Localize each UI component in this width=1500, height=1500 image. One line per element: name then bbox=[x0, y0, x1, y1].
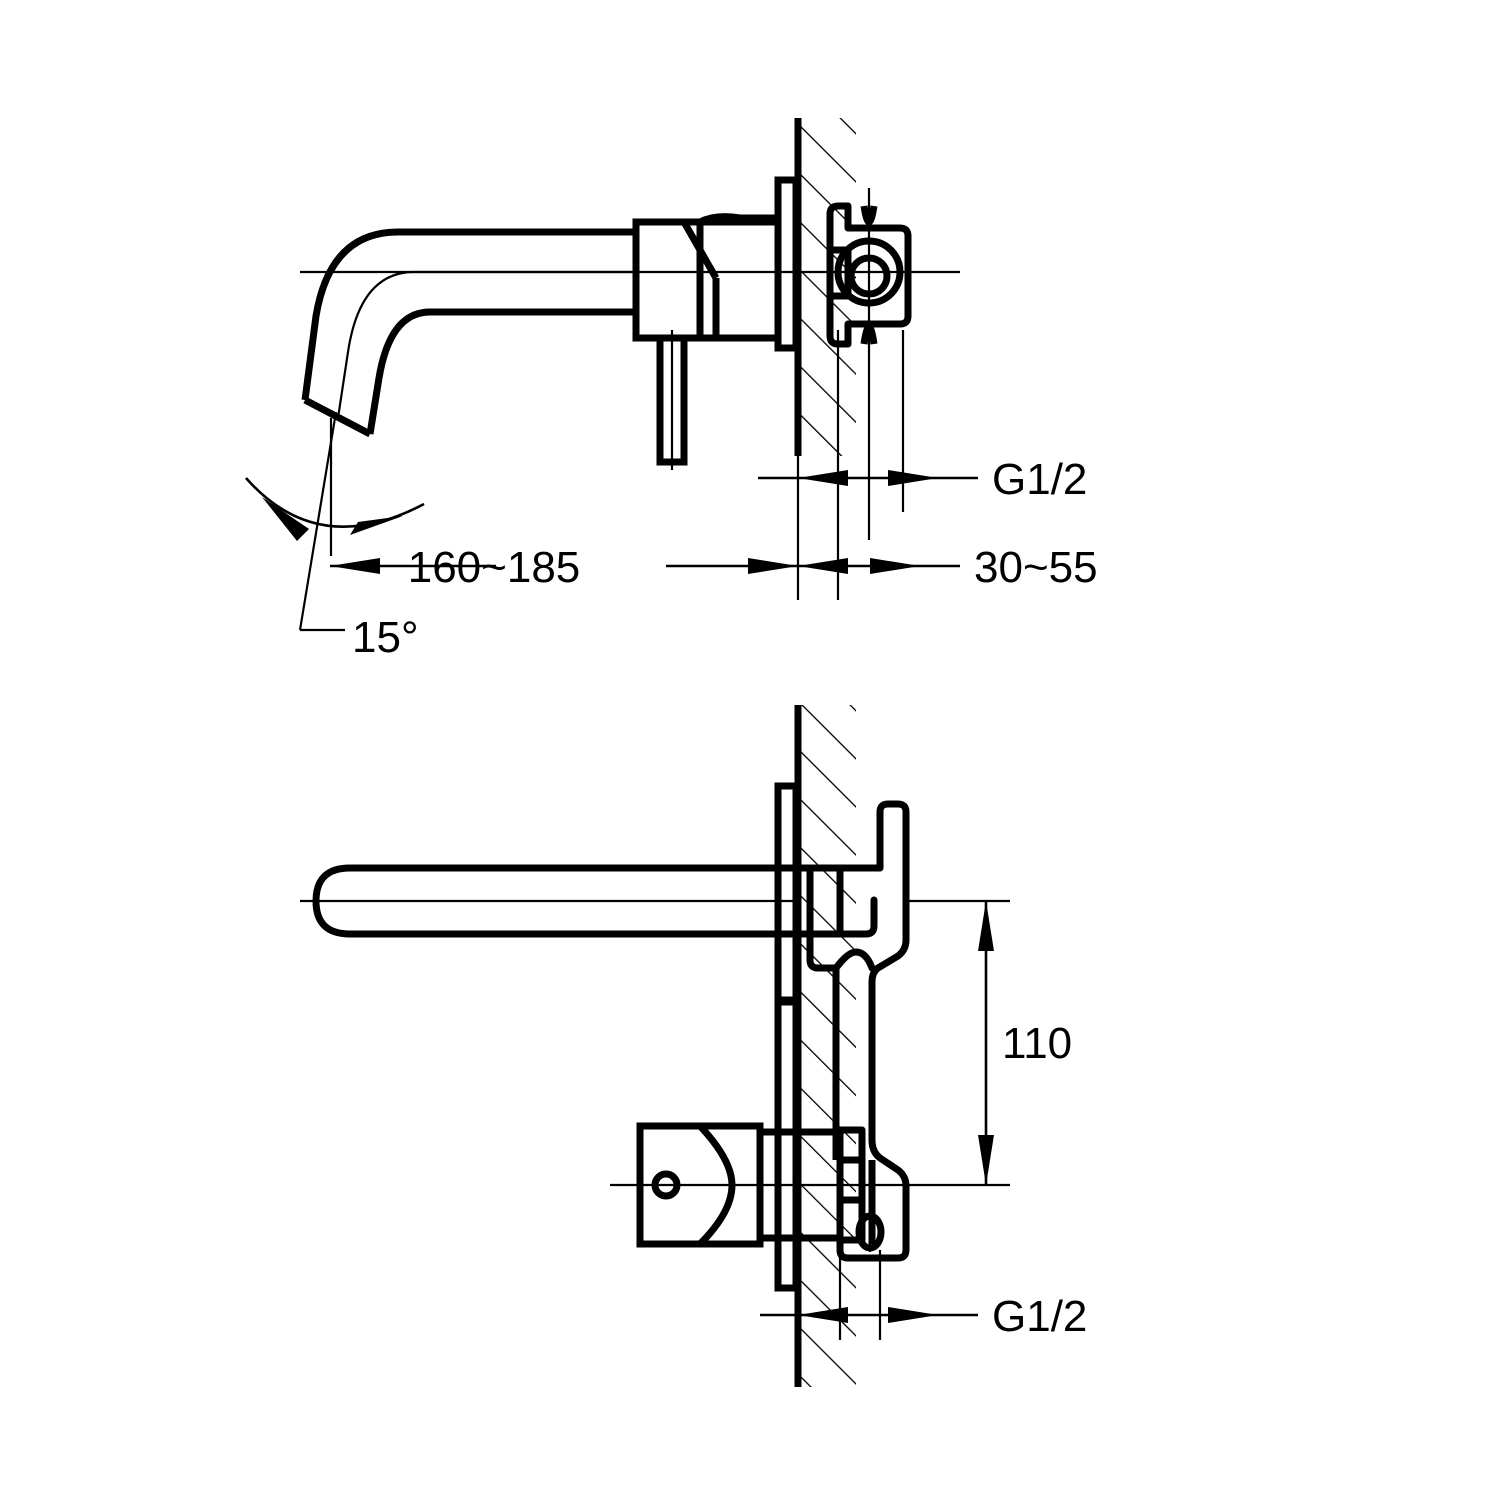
side-elevation-view: G1/2 160~185 30~55 15° bbox=[245, 118, 1098, 662]
valve-manifold-step bbox=[806, 930, 840, 972]
arrowhead-g12-lower-right bbox=[888, 1307, 938, 1323]
dimension-g12-lower: G1/2 bbox=[760, 1250, 1087, 1341]
dimension-angle-15: 15° bbox=[245, 411, 425, 662]
spout-wall-bushing bbox=[798, 864, 844, 938]
dimension-projection: 160~185 bbox=[330, 543, 798, 592]
valve-body-upper bbox=[826, 202, 912, 348]
arrowhead-160-left bbox=[330, 558, 380, 574]
arrowhead-110-bottom bbox=[978, 1135, 994, 1185]
plan-section-view: 110 G1/2 bbox=[300, 705, 1087, 1387]
dimension-g12-upper: G1/2 bbox=[758, 455, 1087, 504]
arrowhead-g12-upper-left bbox=[798, 470, 848, 486]
arrowhead-160-right bbox=[748, 558, 798, 574]
handle-body-rect bbox=[636, 1122, 764, 1248]
valve-manifold-shoulder bbox=[836, 896, 878, 938]
spout-interior-line bbox=[336, 270, 636, 419]
body-chamfer-line bbox=[680, 220, 720, 280]
arrowhead-angle-left bbox=[262, 497, 309, 541]
arrowhead-30-55-left bbox=[798, 558, 848, 574]
dim-label-15-degree: 15° bbox=[352, 613, 419, 662]
spout-inner-contour bbox=[366, 308, 636, 435]
spout-outer-contour bbox=[301, 228, 636, 401]
arrowhead-110-top bbox=[978, 901, 994, 951]
angle-arc bbox=[245, 477, 425, 529]
arrowhead-g12-upper-right bbox=[888, 470, 938, 486]
arrowhead-30-55-right bbox=[870, 558, 920, 574]
dim-label-160-185: 160~185 bbox=[408, 543, 581, 592]
escutcheon-plate-upper bbox=[774, 176, 800, 352]
dim-label-g12-upper: G1/2 bbox=[992, 455, 1087, 504]
dim-label-g12-lower: G1/2 bbox=[992, 1292, 1087, 1341]
angle-inclined-reference bbox=[298, 411, 338, 631]
dim-label-110: 110 bbox=[1002, 1019, 1072, 1068]
arrowhead-angle-right bbox=[350, 516, 403, 535]
dimension-valve-depth: 30~55 bbox=[798, 543, 1098, 592]
body-top-transition bbox=[698, 213, 778, 226]
wall-hatching-lower bbox=[796, 705, 856, 1387]
arrowhead-g12-lower-left bbox=[798, 1307, 848, 1323]
dim-label-30-55: 30~55 bbox=[974, 543, 1098, 592]
valve-tube-cap bbox=[832, 948, 876, 972]
dimension-110: 110 bbox=[978, 901, 1072, 1185]
escutcheon-plate-lower-bottom bbox=[774, 998, 800, 1292]
